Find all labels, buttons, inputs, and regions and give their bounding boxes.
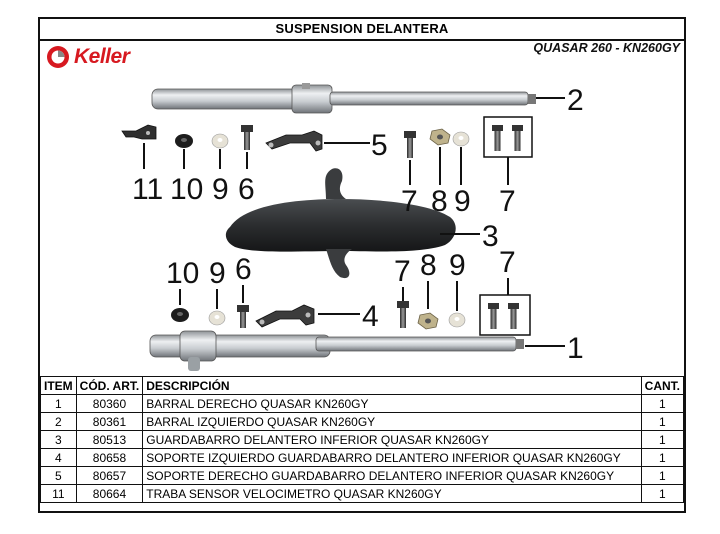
cell-item: 3 — [40, 430, 77, 449]
exploded-diagram: Keller QUASAR 260 - KN260GY — [40, 39, 684, 378]
brand-name: Keller — [74, 45, 130, 68]
callout-1: 1 — [567, 332, 584, 365]
fork-tube-left — [149, 330, 524, 371]
bracket-right — [265, 130, 323, 152]
callout-8-bottom: 8 — [420, 249, 437, 282]
callout-10-bottom: 10 — [166, 257, 199, 290]
callout-7-top: 7 — [401, 185, 418, 218]
cell-qty: 1 — [640, 466, 685, 485]
cell-description: BARRAL IZQUIERDO QUASAR KN260GY — [142, 412, 642, 431]
callout-11: 11 — [132, 173, 163, 206]
bolt-top — [241, 125, 253, 150]
callout-7-top-box: 7 — [499, 185, 516, 218]
callout-9-top-right: 9 — [454, 185, 471, 218]
washer-dark-bottom — [171, 308, 189, 322]
cell-code: 80513 — [75, 430, 144, 449]
keller-logo-icon — [47, 46, 69, 68]
cell-item: 11 — [40, 484, 77, 503]
callout-7-bottom: 7 — [394, 255, 411, 288]
cell-qty: 1 — [640, 430, 685, 449]
bolt-top-right — [404, 131, 416, 158]
bolts-box-top — [483, 116, 533, 158]
washer-top-right — [452, 131, 470, 147]
nut-top — [429, 128, 451, 146]
callout-6-top: 6 — [238, 173, 255, 206]
sensor-clip — [121, 124, 157, 140]
bolt-bottom — [237, 305, 249, 328]
washer-dark-top — [175, 134, 193, 148]
callout-9-bottom-right: 9 — [449, 249, 466, 282]
col-qty: CANT. — [640, 376, 685, 395]
table-row: 1 80360 BARRAL DERECHO QUASAR KN260GY 1 — [40, 394, 685, 413]
cell-item: 2 — [40, 412, 77, 431]
washer-top — [211, 133, 229, 149]
col-description: DESCRIPCIÓN — [142, 376, 642, 395]
callout-9-bottom: 9 — [209, 257, 226, 290]
table-row: 4 80658 SOPORTE IZQUIERDO GUARDABARRO DE… — [40, 448, 685, 467]
cell-item: 5 — [40, 466, 77, 485]
cell-qty: 1 — [640, 394, 685, 413]
cell-code: 80657 — [75, 466, 144, 485]
front-fender — [225, 168, 456, 279]
col-code: CÓD. ART. — [75, 376, 144, 395]
fork-tube-right — [151, 83, 536, 114]
bolts-box-bottom — [479, 294, 531, 336]
parts-table: ITEM CÓD. ART. DESCRIPCIÓN CANT. 1 80360… — [40, 376, 685, 503]
cell-description: SOPORTE DERECHO GUARDABARRO DELANTERO IN… — [142, 466, 642, 485]
washer-bottom — [208, 310, 226, 326]
cell-qty: 1 — [640, 484, 685, 503]
cell-description: BARRAL DERECHO QUASAR KN260GY — [142, 394, 642, 413]
callout-8-top: 8 — [431, 185, 448, 218]
bracket-left — [255, 304, 315, 328]
table-header-row: ITEM CÓD. ART. DESCRIPCIÓN CANT. — [40, 376, 685, 395]
table-row: 2 80361 BARRAL IZQUIERDO QUASAR KN260GY … — [40, 412, 685, 431]
table-row: 3 80513 GUARDABARRO DELANTERO INFERIOR Q… — [40, 430, 685, 449]
cell-code: 80360 — [75, 394, 144, 413]
page-title: SUSPENSION DELANTERA — [40, 19, 684, 41]
callout-5: 5 — [371, 129, 388, 162]
washer-bottom-right — [448, 312, 466, 328]
cell-code: 80658 — [75, 448, 144, 467]
callout-2: 2 — [567, 84, 584, 117]
cell-code: 80361 — [75, 412, 144, 431]
col-item: ITEM — [40, 376, 77, 395]
callout-10-top: 10 — [170, 173, 203, 206]
callout-9-top: 9 — [212, 173, 229, 206]
parts-sheet: SUSPENSION DELANTERA Keller QUASAR 260 -… — [38, 17, 686, 513]
cell-description: TRABA SENSOR VELOCIMETRO QUASAR KN260GY — [142, 484, 642, 503]
bolt-bottom-right — [397, 301, 409, 328]
cell-description: SOPORTE IZQUIERDO GUARDABARRO DELANTERO … — [142, 448, 642, 467]
diagram-svg: 2 1 3 — [121, 83, 584, 371]
cell-item: 4 — [40, 448, 77, 467]
cell-code: 80664 — [75, 484, 144, 503]
callout-4: 4 — [362, 300, 379, 333]
cell-item: 1 — [40, 394, 77, 413]
callout-7-bottom-box: 7 — [499, 246, 516, 279]
model-name: QUASAR 260 - KN260GY — [533, 41, 680, 55]
cell-qty: 1 — [640, 448, 685, 467]
nut-bottom — [417, 312, 439, 330]
table-row: 5 80657 SOPORTE DERECHO GUARDABARRO DELA… — [40, 466, 685, 485]
cell-description: GUARDABARRO DELANTERO INFERIOR QUASAR KN… — [142, 430, 642, 449]
brand-logo: Keller — [46, 45, 130, 69]
table-row: 11 80664 TRABA SENSOR VELOCIMETRO QUASAR… — [40, 484, 685, 503]
callout-3: 3 — [482, 220, 499, 253]
cell-qty: 1 — [640, 412, 685, 431]
callout-6-bottom: 6 — [235, 253, 252, 286]
